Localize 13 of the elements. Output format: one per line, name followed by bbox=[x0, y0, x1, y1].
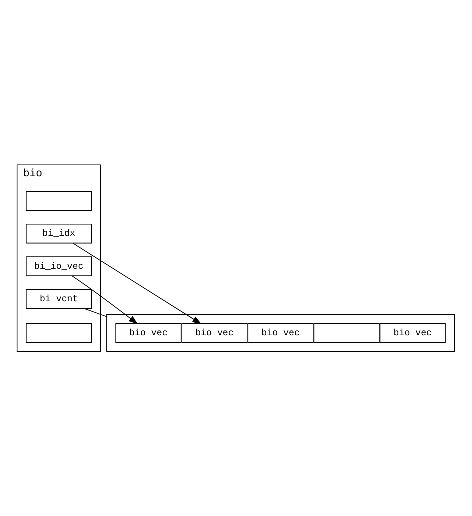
node-box bbox=[26, 322, 92, 343]
node-box: bio_vec bbox=[248, 322, 314, 343]
node-box: bio_vec bbox=[380, 322, 446, 343]
node-box bbox=[314, 322, 380, 343]
node-box: bi_vcnt bbox=[26, 288, 92, 308]
node-box: bio_vec bbox=[116, 322, 182, 343]
node-box: bi_idx bbox=[26, 223, 92, 244]
arrow bbox=[72, 242, 202, 324]
connector bbox=[84, 308, 108, 317]
arrow bbox=[72, 275, 138, 324]
node-box: bio_vec bbox=[182, 322, 248, 343]
node-box: bi_io_vec bbox=[26, 256, 92, 276]
node-box bbox=[26, 190, 92, 211]
